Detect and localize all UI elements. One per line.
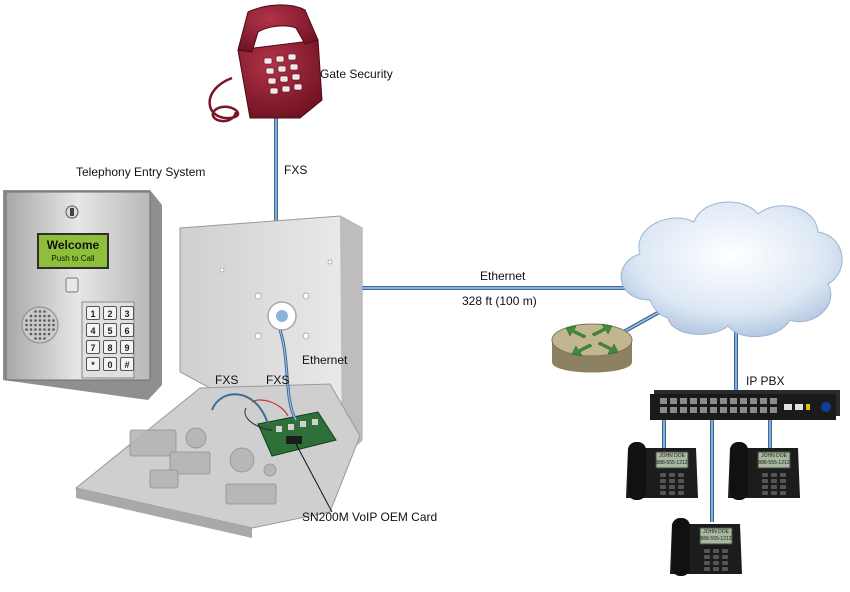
ip-phone-right-screen-line2: 888-555-1212 — [758, 460, 790, 466]
panel-display-line2: Push to Call — [51, 254, 95, 263]
panel-key: 0 — [103, 357, 117, 371]
label-ip-pbx: IP PBX — [746, 374, 785, 388]
ip-phone-left-screen-line2: 888-555-1212 — [656, 460, 688, 466]
panel-key: 2 — [103, 306, 117, 320]
ip-pbx-switch — [650, 390, 840, 420]
panel-key: 8 — [103, 340, 117, 354]
ip-phone-bottom-screen-line1: JOHN DOE — [703, 529, 729, 535]
panel-key: 5 — [103, 323, 117, 337]
label-ethernet-link: Ethernet — [480, 269, 526, 283]
gate-phone-keypad — [263, 53, 303, 95]
voip-card-board — [257, 411, 337, 457]
label-telephony-entry-system: Telephony Entry System — [76, 165, 206, 179]
ip-phone-left-screen-line1: JOHN DOE — [659, 453, 685, 459]
panel-lcd-display — [37, 233, 109, 269]
label-gate-security: Gate Security — [320, 67, 393, 81]
internet-cloud — [620, 201, 843, 338]
label-fxs-gate: FXS — [284, 163, 308, 177]
enclosure-electronics — [129, 427, 277, 505]
enclosure-box — [74, 215, 363, 538]
voip-card-pointer — [295, 443, 333, 513]
panel-key: 3 — [120, 306, 134, 320]
label-fxs-right: FXS — [266, 373, 290, 387]
router-icon — [551, 323, 633, 373]
label-fxs-left: FXS — [215, 373, 239, 387]
panel-key: * — [86, 357, 100, 371]
panel-key: # — [120, 357, 134, 371]
panel-key: 6 — [120, 323, 134, 337]
label-distance: 328 ft (100 m) — [462, 294, 537, 308]
gate-security-phone — [208, 4, 323, 123]
ip-phone-bottom — [670, 518, 742, 576]
panel-key: 7 — [86, 340, 100, 354]
ip-phone-right — [728, 442, 800, 500]
ip-phone-right-screen-line1: JOHN DOE — [761, 453, 787, 459]
label-ethernet-enclosure: Ethernet — [302, 353, 348, 367]
panel-display-line1: Welcome — [46, 238, 100, 252]
telephony-entry-panel — [3, 190, 162, 400]
panel-key: 4 — [86, 323, 100, 337]
panel-speaker-holes — [25, 310, 55, 340]
label-voip-card: SN200M VoIP OEM Card — [302, 510, 438, 524]
panel-key: 1 — [86, 306, 100, 320]
panel-key: 9 — [120, 340, 134, 354]
ip-phone-bottom-screen-line2: 888-555-1212 — [700, 536, 732, 542]
ip-phone-left — [626, 442, 698, 500]
